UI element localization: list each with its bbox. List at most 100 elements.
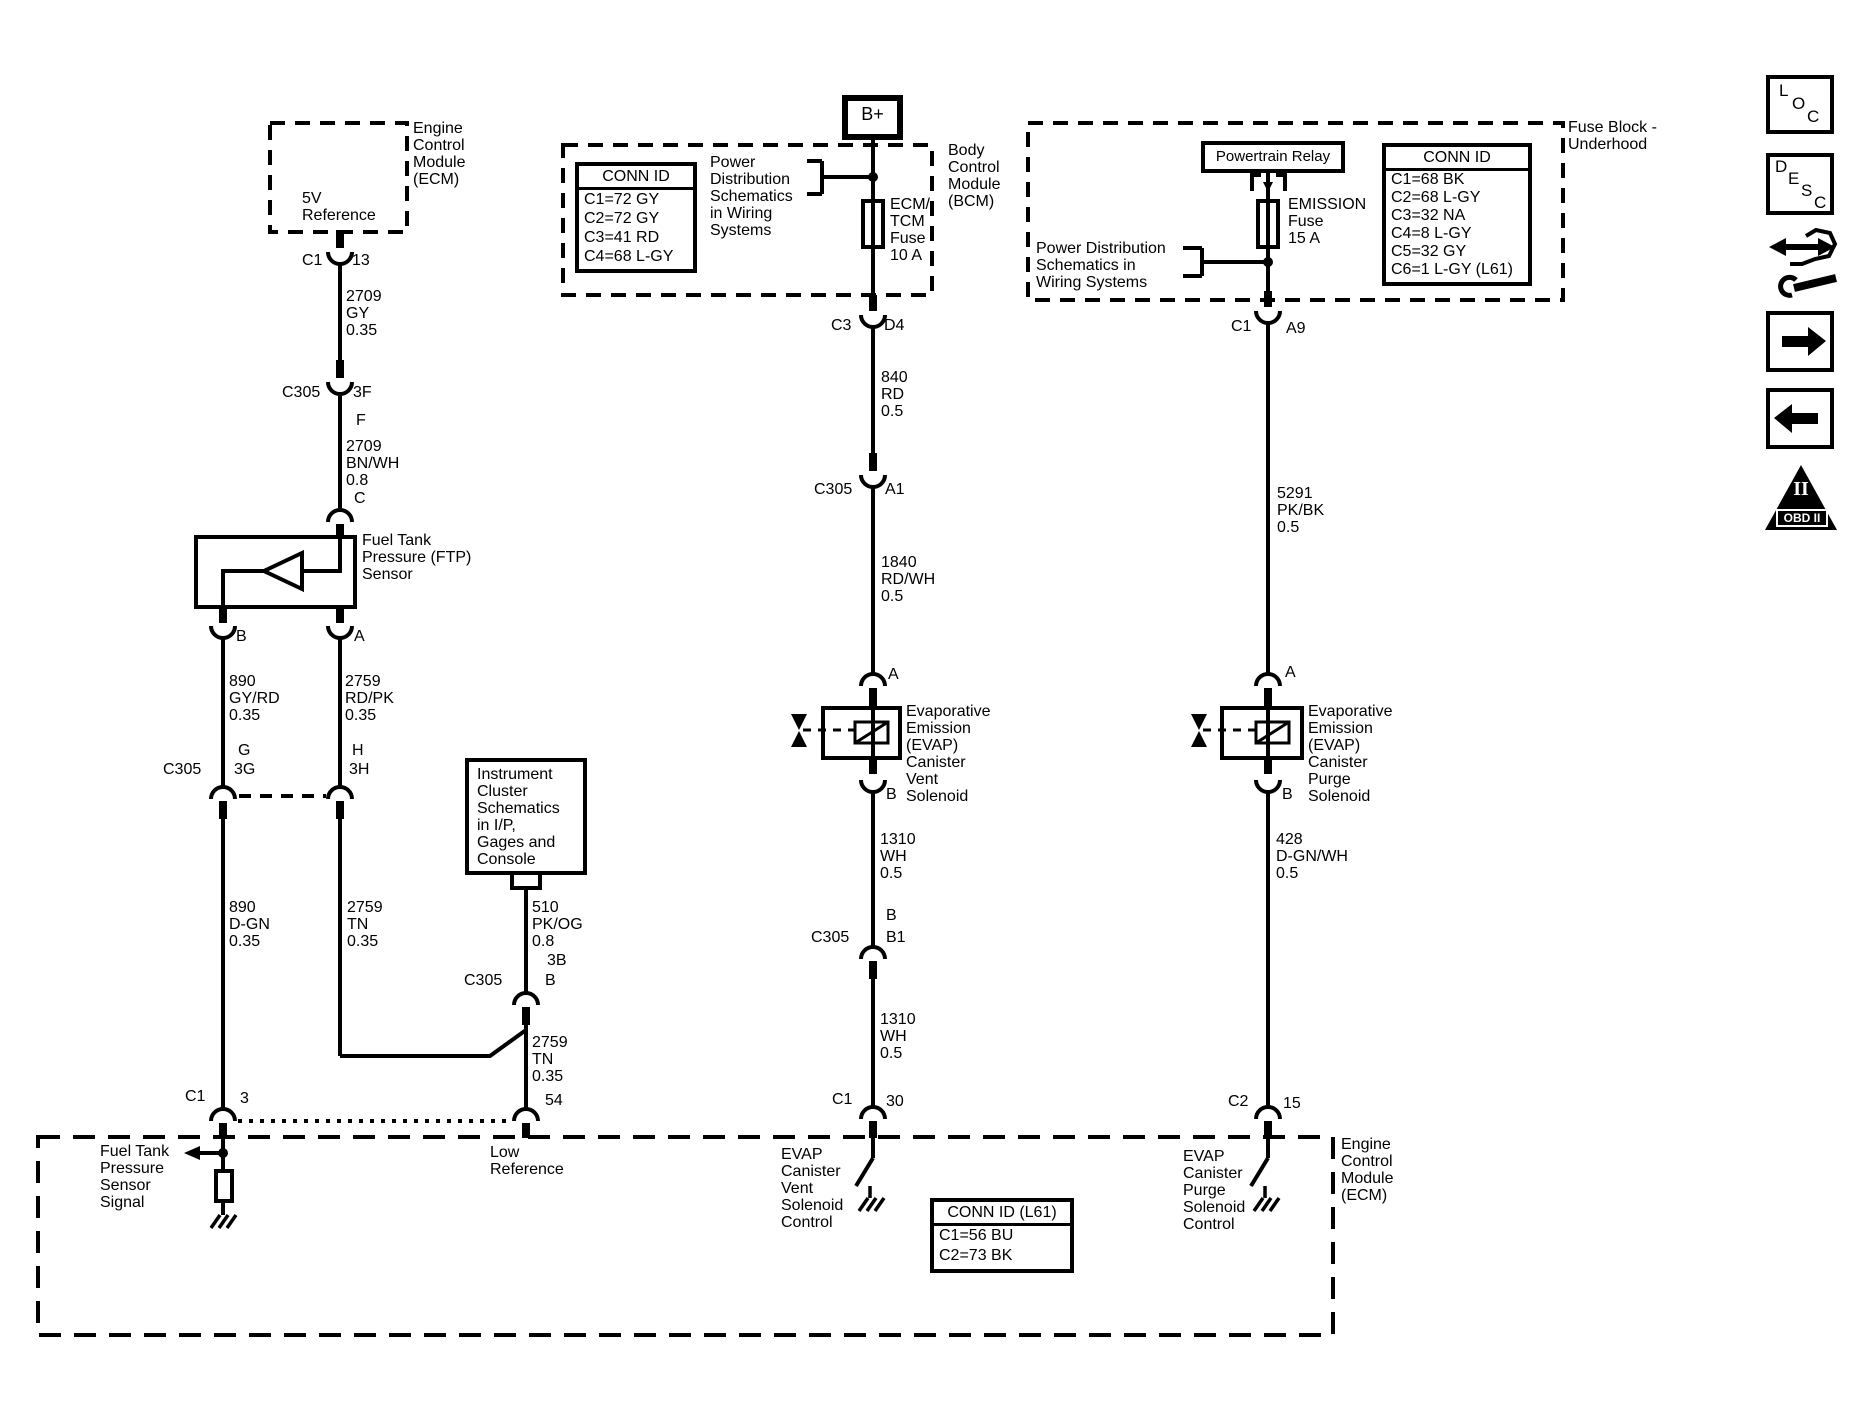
conn-id-header: CONN ID [1386,147,1528,171]
pin-label: B [886,907,897,924]
ecm-5v-reference-label: 5V Reference [302,190,376,224]
wire-label: 890 GY/RD 0.35 [229,673,280,724]
relay-contact-icon [1250,173,1287,191]
purge-solenoid-label: Evaporative Emission (EVAP) Canister Pur… [1308,703,1393,805]
pin-label: B [236,628,247,645]
fuse-block-label: Fuse Block - Underhood [1568,119,1657,153]
right-branch-wires [1183,171,1291,1212]
conn-id-row: C2=68 L-GY [1391,189,1481,206]
obd-ii-numeral: II [1793,478,1809,500]
pin-label: 3G [234,761,256,778]
vent-control-label: EVAP Canister Vent Solenoid Control [781,1146,844,1231]
connector-label: C305 [163,761,202,778]
pin-label: B [545,972,556,989]
pin-label: A1 [885,481,905,498]
pin-label: G [238,742,251,759]
loc-letter: L [1779,81,1789,100]
powertrain-relay-label: Powertrain Relay [1215,148,1331,165]
conn-id-header: CONN ID [579,166,693,190]
obd-ii-triangle-icon[interactable] [1765,465,1837,530]
pin-label: 3B [547,952,567,969]
pin-label: A [354,628,365,645]
instrument-cluster-box [465,758,587,875]
conn-id-row: C4=68 L-GY [584,248,674,265]
pin-label: 54 [545,1092,563,1109]
conn-id-row: C1=72 GY [584,191,660,208]
wire-label: 890 D-GN 0.35 [229,899,270,950]
conn-id-row: C4=8 L-GY [1391,225,1472,242]
wire-label: 2709 BN/WH 0.8 [346,438,400,489]
fuse-block-conn-id-table: CONN ID C1=68 BK C2=68 L-GY C3=32 NA C4=… [1382,143,1532,286]
left-arrow-icon [1774,404,1818,433]
harness-repair-icon[interactable] [1769,227,1838,298]
pin-label: A [1285,664,1296,681]
pin-label: B1 [886,929,906,946]
low-reference-label: Low Reference [490,1144,564,1178]
pin-label: C1 [302,252,323,269]
desc-letter: S [1801,181,1813,200]
fuse-block-box [1026,121,1565,302]
connector-label: C305 [282,384,321,401]
obd-ii-label: OBD II [1776,509,1828,527]
desc-letter: E [1788,169,1800,188]
pin-label: A [888,666,899,683]
purge-solenoid-box [1220,706,1304,760]
sidebar-icons [1765,75,1838,530]
connector-label: C3 [831,317,852,334]
wire-label: 1310 WH 0.5 [880,1011,916,1062]
connector-label: C305 [464,972,503,989]
pin-label: F [356,412,366,429]
ecm-bottom-module-label: Engine Control Module (ECM) [1341,1136,1394,1204]
conn-id-row: C6=1 L-GY (L61) [1391,261,1513,278]
connector-label: C2 [1228,1093,1249,1110]
pin-label: 3H [349,761,370,778]
ground-icon [857,1197,886,1212]
desc-button-frame[interactable] [1766,153,1834,215]
ftp-sensor-label: Fuel Tank Pressure (FTP) Sensor [362,532,472,583]
wire-label: 510 PK/OG 0.8 [532,899,583,950]
bcm-box [561,143,934,297]
loc-letter: O [1792,94,1806,113]
loc-button-frame[interactable] [1766,75,1834,134]
pin-label: 13 [352,252,370,269]
resistor-icon [214,1169,234,1203]
pin-label: B [1282,786,1293,803]
bcm-conn-id-table: CONN ID C1=72 GY C2=72 GY C3=41 RD C4=68… [575,162,697,273]
l61-conn-id-table: CONN ID (L61) C1=56 BU C2=73 BK [930,1198,1074,1273]
instrument-cluster-note: Instrument Cluster Schematics in I/P, Ga… [477,766,560,868]
ecm-top-module-label: Engine Control Module (ECM) [413,120,466,188]
pin-label: D4 [884,317,905,334]
pin-label: C [354,490,366,507]
pin-label: H [352,742,364,759]
middle-branch-wires [791,137,890,1212]
connector-label: C1 [832,1091,853,1108]
wire-label: 428 D-GN/WH 0.5 [1276,831,1348,882]
bcm-module-label: Body Control Module (BCM) [948,142,1001,210]
wire-label: 2759 RD/PK 0.35 [345,673,394,724]
vent-solenoid-box [821,706,902,760]
conn-id-row: C1=68 BK [1391,171,1465,188]
conn-id-row: C1=56 BU [939,1227,1014,1244]
pin-label: 3 [240,1090,249,1107]
wire-label: 1840 RD/WH 0.5 [881,554,936,605]
pin-label: 15 [1283,1095,1301,1112]
forward-button-frame[interactable] [1766,311,1834,372]
left-branch-wires [184,230,542,1229]
powertrain-relay-box [1201,141,1345,173]
back-button-frame[interactable] [1766,388,1834,449]
desc-letter: C [1814,193,1827,212]
right-arrow-icon [1782,327,1826,356]
pin-label: 3F [353,384,372,401]
conn-id-row: C2=72 GY [584,210,660,227]
ground-icon [1252,1197,1281,1212]
connector-label: C305 [811,929,850,946]
battery-feed-label: B+ [861,104,884,124]
conn-id-row: C3=41 RD [584,229,660,246]
vent-solenoid-label: Evaporative Emission (EVAP) Canister Ven… [906,703,991,805]
ecm-bottom-box [36,1135,1335,1337]
conn-id-row: C2=73 BK [939,1247,1013,1264]
wire-label: 2759 TN 0.35 [532,1034,568,1085]
fb-power-dist-note: Power Distribution Schematics in Wiring … [1036,240,1166,291]
